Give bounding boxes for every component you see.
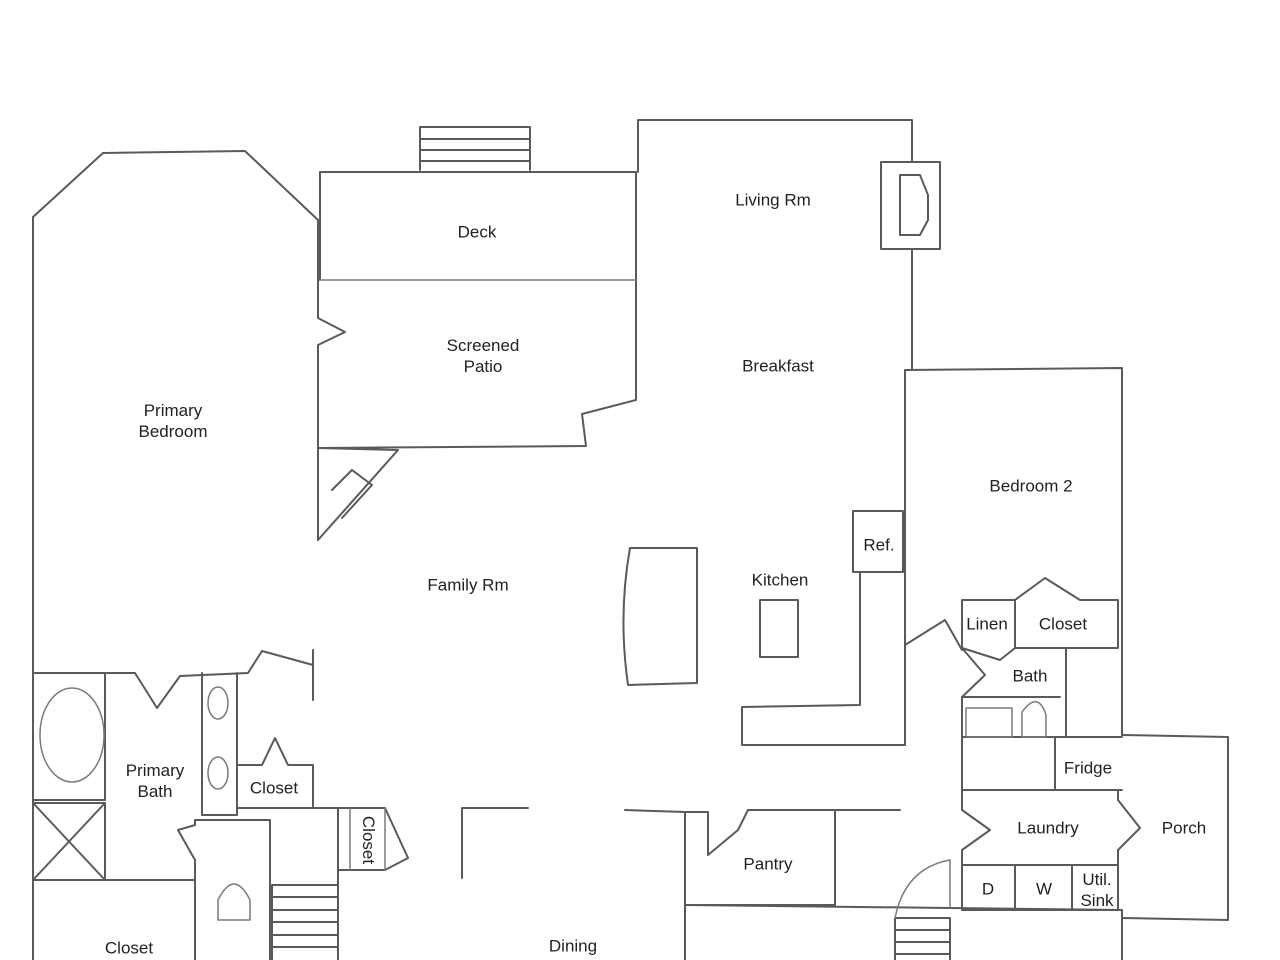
label-screened-patio-line2: Patio bbox=[463, 357, 503, 376]
deck-stairs bbox=[419, 126, 531, 171]
label-ref: Ref. bbox=[863, 535, 895, 555]
label-primary-bedroom-line2: Bedroom bbox=[138, 422, 208, 441]
label-pantry: Pantry bbox=[743, 854, 793, 874]
primary-bath-top-wall bbox=[32, 650, 314, 709]
sink-1 bbox=[207, 686, 229, 720]
label-dryer: D bbox=[981, 879, 995, 899]
label-util-sink-line2: Sink bbox=[1080, 891, 1114, 910]
vertical-closet-line bbox=[349, 807, 386, 871]
label-primary-bath-line2: Bath bbox=[137, 782, 173, 801]
label-primary-bath-line1: Primary bbox=[125, 761, 185, 780]
ref-box bbox=[852, 510, 904, 573]
living-room-walls bbox=[637, 119, 913, 371]
dining-partial-wall bbox=[461, 807, 529, 879]
kitchen-island bbox=[759, 599, 799, 658]
kitchen-counter bbox=[741, 571, 906, 746]
bath-fixtures bbox=[965, 701, 1047, 738]
toilet bbox=[217, 883, 251, 921]
bar-counter bbox=[622, 547, 698, 686]
laundry-walls bbox=[961, 789, 1141, 911]
primary-bedroom-walls bbox=[32, 150, 319, 960]
label-breakfast: Breakfast bbox=[742, 356, 814, 376]
linen-closet bbox=[961, 577, 1119, 661]
label-primary-bedroom: Primary Bedroom bbox=[139, 400, 208, 442]
porch-walls bbox=[1121, 734, 1229, 921]
screened-patio-walls bbox=[317, 281, 637, 449]
label-bedroom2-closet: Closet bbox=[1038, 614, 1088, 634]
vertical-closet bbox=[337, 807, 409, 871]
bedroom2-walls bbox=[904, 367, 1123, 746]
sink-2 bbox=[207, 756, 229, 790]
label-washer: W bbox=[1035, 879, 1053, 899]
tub-oval bbox=[39, 687, 105, 783]
stairs-right bbox=[684, 904, 1123, 960]
label-vertical-closet: Closet bbox=[359, 815, 378, 865]
label-porch: Porch bbox=[1161, 818, 1207, 838]
door-arc bbox=[894, 859, 951, 919]
label-primary-bath: Primary Bath bbox=[126, 760, 185, 802]
label-deck: Deck bbox=[457, 222, 497, 242]
toilet-room bbox=[177, 819, 271, 960]
stairs-left bbox=[271, 807, 339, 960]
pantry-walls bbox=[624, 809, 901, 960]
corner-unit bbox=[317, 447, 399, 541]
label-primary-bedroom-line1: Primary bbox=[143, 401, 203, 420]
vanity bbox=[201, 672, 238, 816]
label-fridge: Fridge bbox=[1063, 758, 1113, 778]
primary-bath-closet bbox=[236, 737, 314, 809]
label-bottom-closet: Closet bbox=[104, 938, 154, 958]
label-screened-patio-line1: Screened bbox=[446, 336, 520, 355]
label-linen: Linen bbox=[966, 614, 1008, 634]
label-screened-patio: Screened Patio bbox=[447, 335, 520, 377]
bath-walls bbox=[961, 647, 1123, 738]
label-laundry: Laundry bbox=[1017, 818, 1079, 838]
primary-bedroom-east-wall bbox=[312, 219, 346, 701]
label-dining: Dining bbox=[548, 936, 598, 956]
fireplace bbox=[880, 161, 941, 250]
label-util-sink: Util. Sink bbox=[1080, 869, 1113, 911]
label-bedroom-2: Bedroom 2 bbox=[989, 476, 1073, 496]
label-living-room: Living Rm bbox=[735, 190, 811, 210]
label-family-room: Family Rm bbox=[427, 575, 509, 595]
label-util-sink-line1: Util. bbox=[1082, 870, 1112, 889]
label-primary-bath-closet: Closet bbox=[249, 778, 299, 798]
label-bath: Bath bbox=[1012, 666, 1048, 686]
primary-bath-tub bbox=[32, 672, 106, 801]
label-kitchen: Kitchen bbox=[751, 570, 809, 590]
deck-walls bbox=[319, 171, 637, 283]
shower-box bbox=[32, 802, 106, 881]
primary-bath-closet-line bbox=[32, 839, 196, 881]
